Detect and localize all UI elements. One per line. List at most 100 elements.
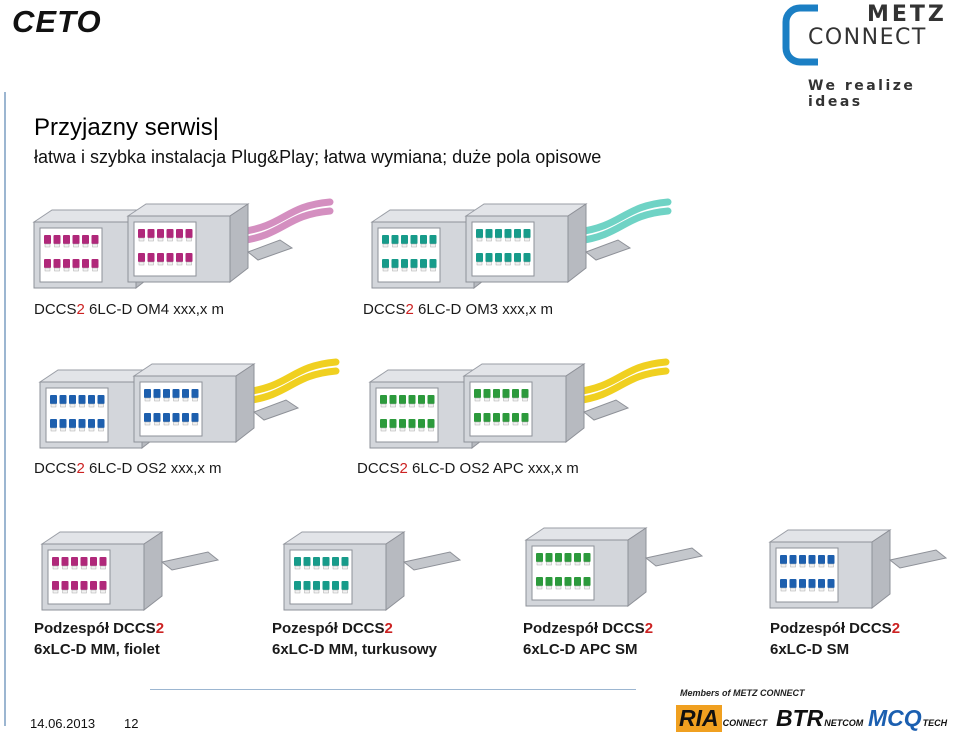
lc-port [90, 557, 97, 566]
lc-port [322, 581, 330, 590]
lc-port [147, 253, 155, 262]
lc-port [332, 581, 339, 590]
os2-apc-cable [572, 367, 670, 405]
lc-port [176, 229, 183, 238]
lc-port [71, 581, 78, 590]
lc-port [99, 557, 107, 566]
lc-port [408, 395, 416, 404]
lc-port [564, 577, 572, 586]
lc-port [799, 579, 806, 588]
lc-port [408, 419, 416, 428]
product-image-os2-apc [368, 358, 670, 450]
lc-port [153, 389, 161, 398]
subassembly-caption-sm: Podzespół DCCS2 6xLC-D SM [770, 620, 901, 658]
lc-port [59, 395, 67, 404]
lc-port [144, 389, 151, 398]
lc-port [313, 581, 320, 590]
product-caption-om4: DCCS2 6LC-D OM4 xxx,x m [34, 301, 225, 318]
lc-port [427, 419, 435, 428]
lc-port [818, 579, 825, 588]
lc-port [401, 259, 408, 268]
lc-port [157, 229, 164, 238]
product-image-om4 [32, 198, 334, 290]
lc-port [418, 395, 425, 404]
lc-port [545, 577, 553, 586]
lc-port [380, 419, 387, 428]
lc-port [53, 235, 61, 244]
lc-port [399, 395, 406, 404]
lc-port [545, 553, 553, 562]
lc-port [52, 557, 59, 566]
product-image-os2 [38, 358, 340, 450]
lc-port [72, 259, 80, 268]
lc-port [523, 253, 531, 262]
lc-port [504, 253, 512, 262]
lc-port [583, 577, 591, 586]
lc-port [504, 229, 512, 238]
lc-port [474, 413, 481, 422]
lc-port [574, 553, 581, 562]
lc-port [176, 253, 183, 262]
lc-port [780, 555, 787, 564]
lc-port [493, 413, 500, 422]
page-number: 12 [124, 716, 139, 731]
subassembly-image-sm [768, 529, 948, 610]
lc-port [88, 419, 95, 428]
page-subtitle: łatwa i szybka instalacja Plug&Play; łat… [34, 147, 602, 167]
lc-port [52, 581, 59, 590]
lc-port [82, 259, 89, 268]
om3-cable [574, 207, 672, 245]
lc-port [564, 553, 572, 562]
footer-date: 14.06.2013 [30, 716, 96, 731]
lc-port [382, 235, 389, 244]
lc-port [138, 229, 145, 238]
lc-port [303, 557, 311, 566]
subassembly-image-turkusowy [282, 531, 462, 612]
product-caption-om3: DCCS2 6LC-D OM3 xxx,x m [363, 301, 554, 318]
lc-port [536, 577, 543, 586]
subassembly-image-apc-sm [524, 527, 704, 608]
lc-port [780, 579, 787, 588]
lc-port [303, 581, 311, 590]
lc-port [99, 581, 107, 590]
connect-wordmark: CONNECT [808, 25, 927, 50]
lc-port [429, 259, 437, 268]
os2-cassette-back [132, 363, 256, 444]
lc-port [483, 389, 491, 398]
lc-port [523, 229, 531, 238]
lc-port [583, 553, 591, 562]
product-image-om3 [370, 198, 672, 290]
lc-port [80, 557, 88, 566]
btr-netcom-logo: BTRNETCOM [776, 705, 864, 731]
lc-port [380, 395, 387, 404]
footer-divider [150, 689, 636, 690]
lc-port [420, 259, 427, 268]
lc-port [514, 253, 521, 262]
lc-port [166, 229, 174, 238]
lc-port [399, 419, 406, 428]
om4-cable [236, 207, 334, 245]
lc-port [418, 419, 425, 428]
os2-cable [242, 358, 340, 396]
lc-port [341, 557, 349, 566]
lc-port [61, 581, 69, 590]
lc-port [401, 235, 408, 244]
lc-port [157, 253, 164, 262]
side-accent-line [4, 92, 6, 726]
os2-cable [242, 367, 340, 405]
lc-port [410, 259, 418, 268]
apc-sm-cassette [524, 527, 648, 608]
lc-port [138, 253, 145, 262]
lc-port [147, 229, 155, 238]
metz-wordmark: METZ [867, 2, 947, 27]
om4-cassette-back [126, 203, 250, 284]
lc-port [789, 579, 797, 588]
lc-port [512, 389, 519, 398]
lc-port [63, 259, 70, 268]
metz-c-icon [782, 4, 818, 66]
lc-port [69, 395, 76, 404]
lc-port [163, 389, 170, 398]
lc-port [78, 419, 86, 428]
lc-port [182, 389, 189, 398]
metz-slogan: We realize ideas [808, 78, 916, 110]
